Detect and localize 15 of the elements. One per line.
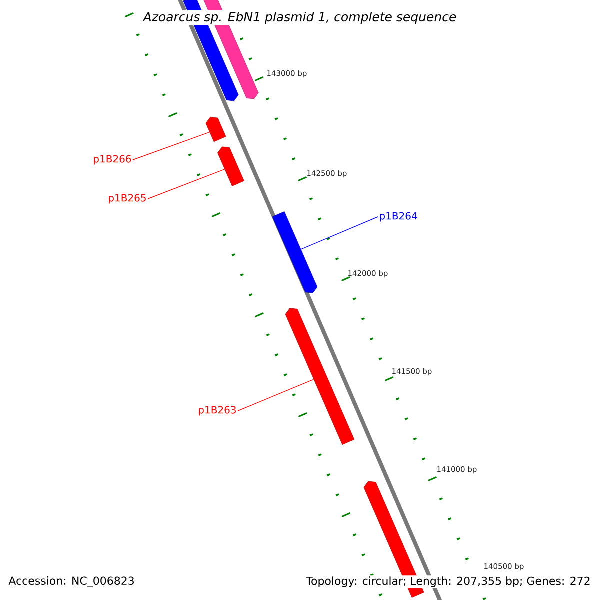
gene-label: p1B266 (94, 155, 132, 165)
leader-line (132, 132, 210, 160)
accession-text: Accession: NC_006823 (8, 576, 134, 588)
leader-line (300, 216, 378, 250)
gene-bar (218, 146, 244, 186)
gene-bar (272, 212, 318, 294)
gene-bar (285, 308, 355, 445)
gene-label: p1B263 (199, 406, 236, 416)
gene-label: p1B265 (109, 194, 146, 204)
leader-line (148, 169, 226, 200)
gene-bar (206, 117, 226, 142)
title: Azoarcus sp. EbN1 plasmid 1, complete sequence (142, 10, 458, 26)
leader-line (238, 379, 314, 412)
topology-text: Topology: circular; Length: 207,355 bp; Genes: 272 (305, 576, 592, 588)
gene-label: p1B264 (380, 212, 418, 222)
